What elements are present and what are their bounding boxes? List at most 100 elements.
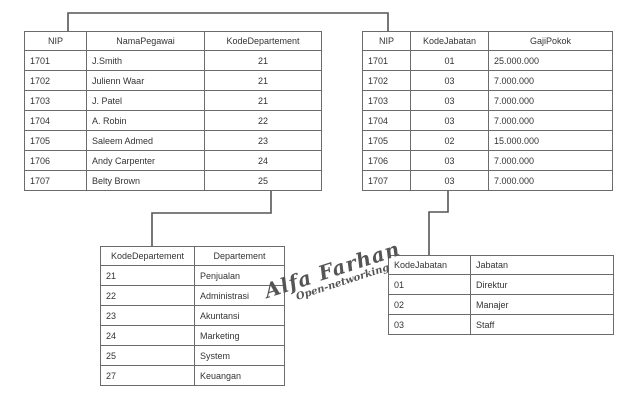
table-cell: 21 [204,90,322,111]
table-row: 23 Akuntansi [100,305,285,326]
table-cell: 7.000.000 [488,170,613,191]
table-cell: 1706 [362,150,411,171]
table-cell: Marketing [194,325,285,346]
table-row: 1706 Andy Carpenter 24 [24,150,322,171]
connector-pegawai-departement [151,189,272,246]
table-cell: 25 [100,345,195,366]
table-cell: 25.000.000 [488,50,613,71]
table-cell: Keuangan [194,365,285,386]
column-header: Jabatan [470,255,614,275]
table-cell: 25 [204,170,322,191]
table-cell: 1707 [24,170,87,191]
table-row: 1706 03 7.000.000 [362,150,613,171]
table-row: 1704 A. Robin 22 [24,110,322,131]
table-cell: 03 [388,314,471,335]
table-cell: A. Robin [86,110,205,131]
table-cell: 03 [410,150,489,171]
table-cell: 02 [410,130,489,151]
table-row: 21 Penjualan [100,265,285,286]
column-header: NIP [24,31,87,51]
table-row: 03 Staff [388,314,614,335]
table-cell: System [194,345,285,366]
table-cell: 21 [204,50,322,71]
table-cell: 03 [410,110,489,131]
table-cell: 22 [100,285,195,306]
table-cell: 27 [100,365,195,386]
table-row: 22 Administrasi [100,285,285,306]
table-cell: 1707 [362,170,411,191]
table-row: 1701 01 25.000.000 [362,50,613,71]
table-cell: 03 [410,70,489,91]
table-cell: Saleem Admed [86,130,205,151]
table-cell: 21 [204,70,322,91]
table-row: 24 Marketing [100,325,285,346]
table-cell: 03 [410,170,489,191]
table-cell: Belty Brown [86,170,205,191]
table-cell: 1704 [362,110,411,131]
table-cell: 1704 [24,110,87,131]
table-row: 1705 Saleem Admed 23 [24,130,322,151]
table-cell: Andy Carpenter [86,150,205,171]
gaji-table: NIP KodeJabatan GajiPokok 1701 01 25.000… [362,31,613,191]
table-cell: 03 [410,90,489,111]
table-cell: 24 [100,325,195,346]
table-cell: 1703 [24,90,87,111]
table-cell: Staff [470,314,614,335]
table-cell: Julienn Waar [86,70,205,91]
connector-pegawai-gaji [67,12,389,31]
table-cell: 1701 [362,50,411,71]
connector-gaji-jabatan [428,189,449,255]
table-header-row: NIP KodeJabatan GajiPokok [362,31,613,51]
table-cell: Manajer [470,294,614,315]
table-cell: 02 [388,294,471,315]
table-cell: 15.000.000 [488,130,613,151]
table-cell: 1705 [24,130,87,151]
table-header-row: KodeJabatan Jabatan [388,255,614,275]
table-row: 1707 03 7.000.000 [362,170,613,191]
table-cell: 01 [388,274,471,295]
table-row: 27 Keuangan [100,365,285,386]
table-cell: 1702 [24,70,87,91]
table-cell: 1705 [362,130,411,151]
table-cell: 22 [204,110,322,131]
table-row: 01 Direktur [388,274,614,295]
table-cell: 23 [204,130,322,151]
table-row: 25 System [100,345,285,366]
table-cell: 21 [100,265,195,286]
table-row: 1702 03 7.000.000 [362,70,613,91]
table-cell: 1706 [24,150,87,171]
table-cell: 24 [204,150,322,171]
table-row: 1707 Belty Brown 25 [24,170,322,191]
table-cell: 1702 [362,70,411,91]
table-row: 1702 Julienn Waar 21 [24,70,322,91]
table-cell: 7.000.000 [488,110,613,131]
table-cell: J. Patel [86,90,205,111]
column-header: GajiPokok [488,31,613,51]
table-header-row: NIP NamaPegawai KodeDepartement [24,31,322,51]
jabatan-table: KodeJabatan Jabatan 01 Direktur 02 Manaj… [388,255,614,335]
table-row: 1701 J.Smith 21 [24,50,322,71]
column-header: KodeDepartement [204,31,322,51]
column-header: NIP [362,31,411,51]
column-header: KodeJabatan [410,31,489,51]
table-cell: J.Smith [86,50,205,71]
table-row: 1704 03 7.000.000 [362,110,613,131]
table-cell: Direktur [470,274,614,295]
column-header: KodeDepartement [100,246,195,266]
table-row: 02 Manajer [388,294,614,315]
departement-table: KodeDepartement Departement 21 Penjualan… [100,246,285,386]
table-cell: 7.000.000 [488,150,613,171]
table-cell: 7.000.000 [488,70,613,91]
table-cell: 23 [100,305,195,326]
column-header: NamaPegawai [86,31,205,51]
table-row: 1705 02 15.000.000 [362,130,613,151]
table-cell: 01 [410,50,489,71]
table-row: 1703 J. Patel 21 [24,90,322,111]
table-row: 1703 03 7.000.000 [362,90,613,111]
table-header-row: KodeDepartement Departement [100,246,285,266]
column-header: Departement [194,246,285,266]
table-cell: 1701 [24,50,87,71]
table-cell: 7.000.000 [488,90,613,111]
table-cell: 1703 [362,90,411,111]
pegawai-table: NIP NamaPegawai KodeDepartement 1701 J.S… [24,31,322,191]
